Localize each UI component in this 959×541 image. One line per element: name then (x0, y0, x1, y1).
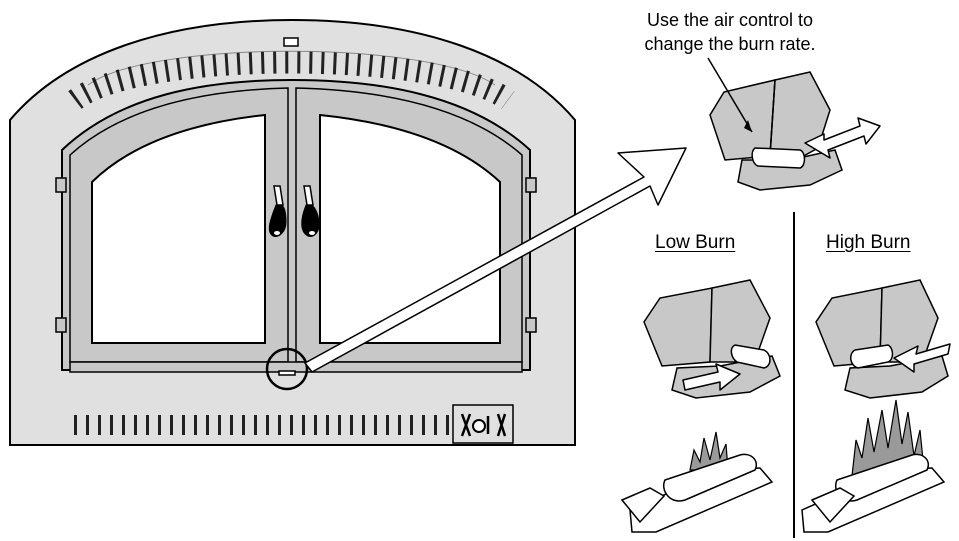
fireplace-front (9, 18, 576, 446)
callout-line-1: Use the air control to (646, 10, 814, 30)
hinge-tab (55, 317, 67, 333)
hinge-tab (525, 177, 537, 193)
bottom-vent-marks (460, 413, 507, 437)
flame-icon (689, 431, 729, 471)
low-panel-left (643, 287, 713, 367)
high-arrow-icon (893, 343, 951, 373)
callout-text: Use the air control to change the burn r… (600, 8, 860, 56)
high-burn-control (815, 279, 951, 399)
high-burn-label: High Burn (826, 232, 911, 253)
door-handle-left (268, 185, 287, 237)
door-bottom-rail (69, 361, 523, 373)
log-icon (620, 487, 666, 524)
log-icon (663, 453, 757, 502)
bottom-vent-box (452, 404, 514, 444)
double-arrow-icon (804, 117, 881, 159)
pointer-line-head (744, 120, 752, 132)
pointer-line (707, 57, 753, 133)
left-door-glass (91, 113, 266, 344)
log-icon (810, 487, 856, 524)
hinge-tab (525, 317, 537, 333)
top-vent-slot-icon (283, 37, 299, 47)
air-control-highlight[interactable] (265, 347, 309, 391)
low-burn-control (643, 279, 781, 399)
bottom-vent-knob-icon (472, 419, 486, 433)
low-arrow-icon (682, 363, 741, 391)
hinge-tab (55, 177, 67, 193)
callout-line-2: change the burn rate. (644, 34, 816, 54)
detail-panel-left (709, 79, 776, 161)
low-lever-icon (730, 344, 771, 369)
vent-band-ridge (87, 50, 496, 86)
detail-lever-icon (751, 147, 806, 169)
high-burn-fire (801, 399, 946, 533)
callout-pointer-arrow (304, 147, 687, 373)
door-handle-right (301, 185, 320, 237)
low-burn-label: Low Burn (655, 232, 736, 253)
high-base (844, 355, 949, 399)
low-burn-fire (620, 431, 774, 533)
air-control-slot-icon (278, 370, 296, 376)
high-lever-icon (850, 344, 894, 369)
air-control-detail (707, 57, 881, 191)
